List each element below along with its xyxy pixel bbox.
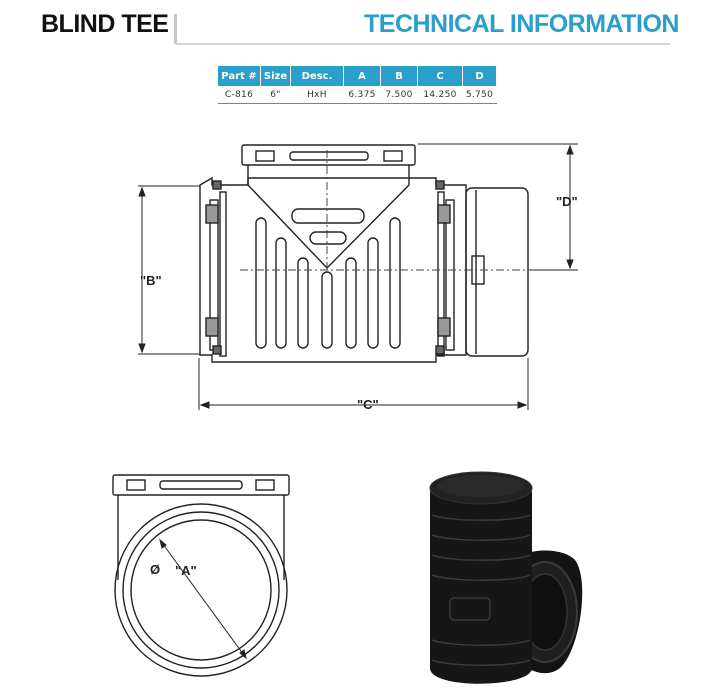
title-divider [174, 14, 177, 44]
side-elevation [199, 144, 529, 363]
dimension-b [138, 185, 200, 355]
col-a: A [343, 65, 381, 87]
cell-b: 7.500 [380, 86, 418, 104]
header-rule [176, 43, 670, 45]
table-row: C-816 6" HxH 6.375 7.500 14.250 5.750 [217, 86, 497, 104]
spec-table: Part # Size Desc. A B C D C-816 6" HxH 6… [217, 65, 497, 104]
cell-c: 14.250 [417, 86, 463, 104]
dim-a-label: "A" [175, 563, 197, 578]
dim-b-label: "B" [140, 273, 162, 288]
dim-c-label: "C" [357, 397, 379, 412]
cell-desc: HxH [290, 86, 344, 104]
dimension-a [159, 538, 247, 660]
product-render [429, 471, 583, 684]
dimension-d [418, 143, 578, 271]
dimension-c [198, 358, 529, 410]
end-view [112, 474, 290, 677]
col-desc: Desc. [290, 65, 344, 87]
page-title: BLIND TEE [41, 10, 169, 38]
cell-size: 6" [260, 86, 291, 104]
spec-header-row: Part # Size Desc. A B C D [217, 65, 497, 87]
col-c: C [417, 65, 463, 87]
diameter-symbol: Ø [150, 562, 160, 577]
centerlines [240, 150, 570, 271]
dim-d-label: "D" [556, 194, 578, 209]
cell-part: C-816 [217, 86, 261, 104]
cell-a: 6.375 [343, 86, 381, 104]
cell-d: 5.750 [462, 86, 497, 104]
col-d: D [462, 65, 497, 87]
section-title: TECHNICAL INFORMATION [364, 10, 679, 38]
col-part: Part # [217, 65, 261, 87]
